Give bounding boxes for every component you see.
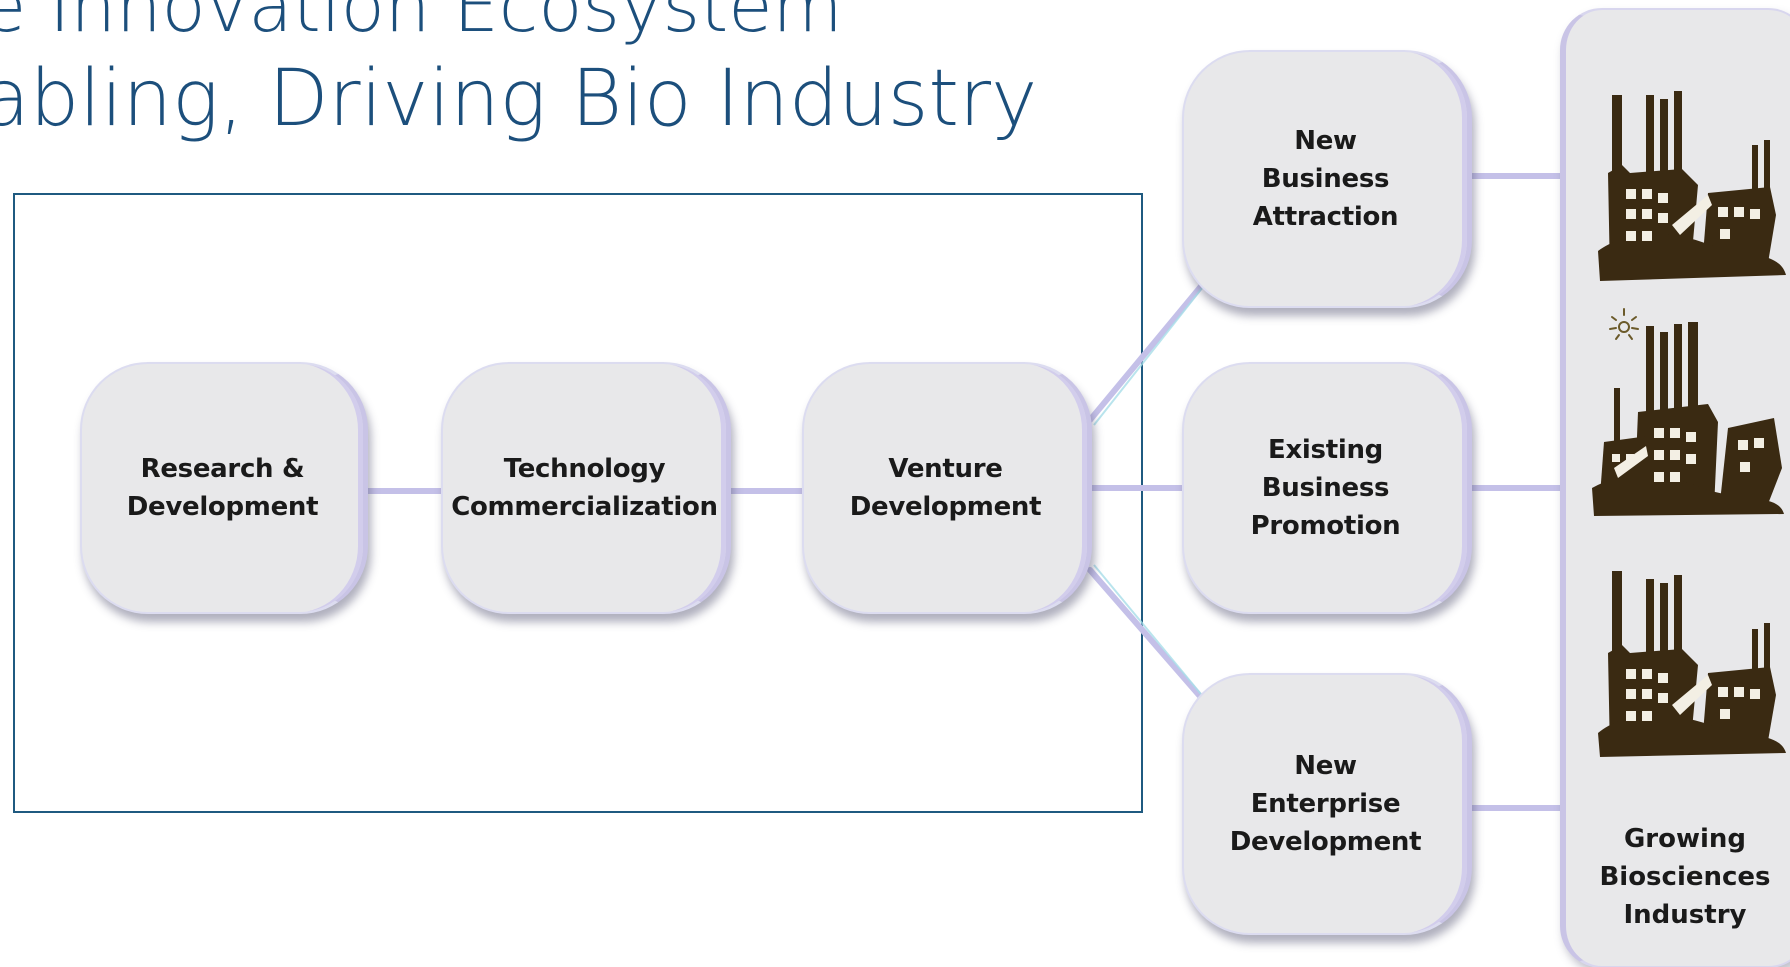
node-new-business-attraction-label: New Business Attraction [1252, 126, 1399, 232]
node-new-enterprise-development-label: New Enterprise Development [1229, 751, 1422, 857]
connector-vd-ned [1087, 567, 1215, 713]
node-new-business-attraction: New Business Attraction [1182, 50, 1472, 308]
node-research-development-label: Research & Development [126, 454, 319, 522]
industry-label: Growing Biosciences Industry [1599, 824, 1771, 930]
factory-icon [1592, 322, 1784, 516]
page-title-line-1: e Innovation Ecosystem [0, 0, 843, 48]
node-venture-development: Venture Development [802, 362, 1092, 614]
connector-vd-nba [1087, 270, 1215, 423]
node-research-development: Research & Development [80, 362, 368, 614]
node-new-enterprise-development: New Enterprise Development [1182, 673, 1472, 935]
node-technology-commercialization: Technology Commercialization [441, 362, 731, 614]
node-technology-commercialization-label: Technology Commercialization [451, 454, 718, 522]
node-existing-business-promotion: Existing Business Promotion [1182, 362, 1472, 614]
innovation-frame [13, 193, 1143, 813]
node-existing-business-promotion-label: Existing Business Promotion [1250, 435, 1401, 541]
factory-icon [1598, 571, 1786, 757]
page-title-line-2: abling, Driving Bio Industry [0, 54, 1038, 144]
node-venture-development-label: Venture Development [849, 454, 1042, 522]
sparkle-icon [1609, 308, 1639, 340]
factory-icon [1598, 91, 1786, 281]
